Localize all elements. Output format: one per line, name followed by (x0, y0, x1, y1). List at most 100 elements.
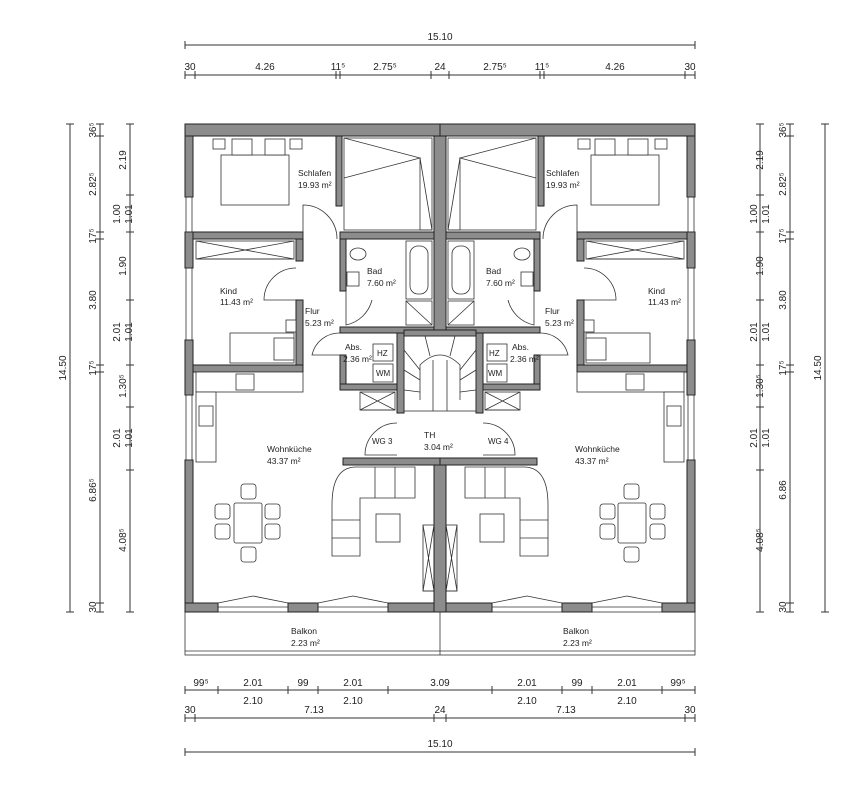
dimension-label: 30 (184, 62, 196, 73)
dimension-label: 1.30⁵ (755, 374, 766, 398)
dimension-label: 4.26 (605, 62, 625, 73)
room-name: Abs. (345, 342, 362, 352)
wc-label: WG 4 (488, 437, 509, 446)
dimension-label: 2.82⁵ (778, 172, 789, 196)
room-area: 11.43 m² (220, 297, 253, 307)
room-name: Wohnküche (575, 444, 620, 454)
dimension-label: 17⁵ (778, 360, 789, 375)
room-name: Kind (220, 286, 237, 296)
room-name: Balkon (291, 626, 317, 636)
dimension-label: 24 (434, 62, 446, 73)
apartment-unit-left (184, 123, 441, 613)
dimension-label: 14.50 (58, 355, 69, 380)
dimension-label: 2.19 (755, 150, 766, 170)
dimension-lines: 15.10 30 4.26 11⁵ 2.75⁵ 24 2.75⁵ 11⁵ 4.26 30 99⁵ 2.… (58, 32, 829, 756)
dimension-label: 2.10 (617, 696, 637, 707)
dimension-label: 2.75⁵ (373, 62, 397, 73)
room-name: Schlafen (298, 168, 331, 178)
room-name: Abs. (512, 342, 529, 352)
dimension-label: 11⁵ (331, 62, 346, 73)
dimension-label: 14.50 (813, 355, 824, 380)
dimension-label: 1.30⁵ (118, 374, 129, 398)
dimension-label: 2.01 (243, 678, 263, 689)
dimension-label: 30 (778, 601, 789, 613)
dimension-label: 2.01 (343, 678, 363, 689)
dimension-label: 99⁵ (193, 678, 208, 689)
dimension-label: 1.01 (124, 428, 135, 448)
room-area: 19.93 m² (546, 180, 580, 190)
heating-label: HZ (377, 349, 388, 358)
room-area: 43.37 m² (575, 456, 609, 466)
dimension-label: 2.01 (617, 678, 637, 689)
dimension-label: 30 (684, 705, 696, 716)
dimension-label: 2.01 (112, 322, 123, 342)
room-area: 2.36 m² (343, 354, 372, 364)
balcony (184, 611, 696, 656)
heating-label: HZ (489, 349, 500, 358)
dimension-label: 2.10 (517, 696, 537, 707)
dimension-label: 3.80 (88, 290, 99, 310)
dimension-label: 3.09 (430, 678, 450, 689)
dimension-label: 7.13 (304, 705, 324, 716)
dimension-label: 99 (571, 678, 583, 689)
dimension-label: 7.13 (556, 705, 576, 716)
dimension-label: 36⁵ (778, 122, 789, 137)
dimension-label: 17⁵ (88, 228, 99, 243)
dimension-label: 2.82⁵ (88, 172, 99, 196)
dimension-label: 15.10 (427, 32, 452, 43)
wc-label: WG 3 (372, 437, 393, 446)
dimension-label: 36⁵ (88, 122, 99, 137)
room-name: Bad (367, 266, 382, 276)
dimension-label: 2.75⁵ (483, 62, 507, 73)
dimension-label: 17⁵ (88, 360, 99, 375)
room-area: 2.23 m² (563, 638, 592, 648)
dimension-label: 2.01 (112, 428, 123, 448)
room-name: TH (424, 430, 435, 440)
dimension-label: 2.10 (243, 696, 263, 707)
apartment-unit-right (439, 123, 696, 613)
stairwell (403, 135, 477, 613)
dimension-label: 24 (434, 705, 446, 716)
washer-label: WM (488, 369, 503, 378)
room-area: 11.43 m² (648, 297, 681, 307)
room-area: 2.23 m² (291, 638, 320, 648)
dimension-label: 1.00 (749, 204, 760, 224)
dimension-label: 2.01 (749, 322, 760, 342)
dimension-label: 4.26 (255, 62, 275, 73)
dimension-label: 2.10 (343, 696, 363, 707)
room-name: Bad (486, 266, 501, 276)
dimension-label: 1.90 (118, 256, 129, 276)
dimension-label: 11⁵ (535, 62, 550, 73)
room-name: Wohnküche (267, 444, 312, 454)
room-labels: Schlafen 19.93 m² Kind 11.43 m² Bad 7.60… (220, 168, 681, 648)
room-name: Flur (545, 306, 560, 316)
dimension-label: 99⁵ (670, 678, 685, 689)
dimension-label: 30 (684, 62, 696, 73)
dimension-label: 2.01 (517, 678, 537, 689)
dimension-label: 30 (88, 601, 99, 613)
dimension-label: 6.86 (778, 480, 789, 500)
dimension-label: 3.80 (778, 290, 789, 310)
room-area: 5.23 m² (545, 318, 574, 328)
dimension-label: 1.01 (761, 322, 772, 342)
room-area: 5.23 m² (305, 318, 334, 328)
dimension-label: 30 (184, 705, 196, 716)
dimension-label: 1.01 (761, 428, 772, 448)
room-name: Kind (648, 286, 665, 296)
dimension-label: 4.08⁵ (118, 528, 129, 552)
dimension-label: 4.08⁵ (755, 528, 766, 552)
dimension-label: 1.01 (124, 322, 135, 342)
room-area: 3.04 m² (424, 442, 453, 452)
room-area: 2.36 m² (510, 354, 539, 364)
dimension-label: 2.19 (118, 150, 129, 170)
room-area: 7.60 m² (367, 278, 396, 288)
washer-label: WM (376, 369, 391, 378)
dimension-label: 1.00 (112, 204, 123, 224)
dimension-label: 15.10 (427, 739, 452, 750)
room-name: Schlafen (546, 168, 579, 178)
room-area: 19.93 m² (298, 180, 332, 190)
room-name: Flur (305, 306, 320, 316)
dimension-label: 6.86⁵ (88, 478, 99, 502)
dimension-label: 17⁵ (778, 228, 789, 243)
